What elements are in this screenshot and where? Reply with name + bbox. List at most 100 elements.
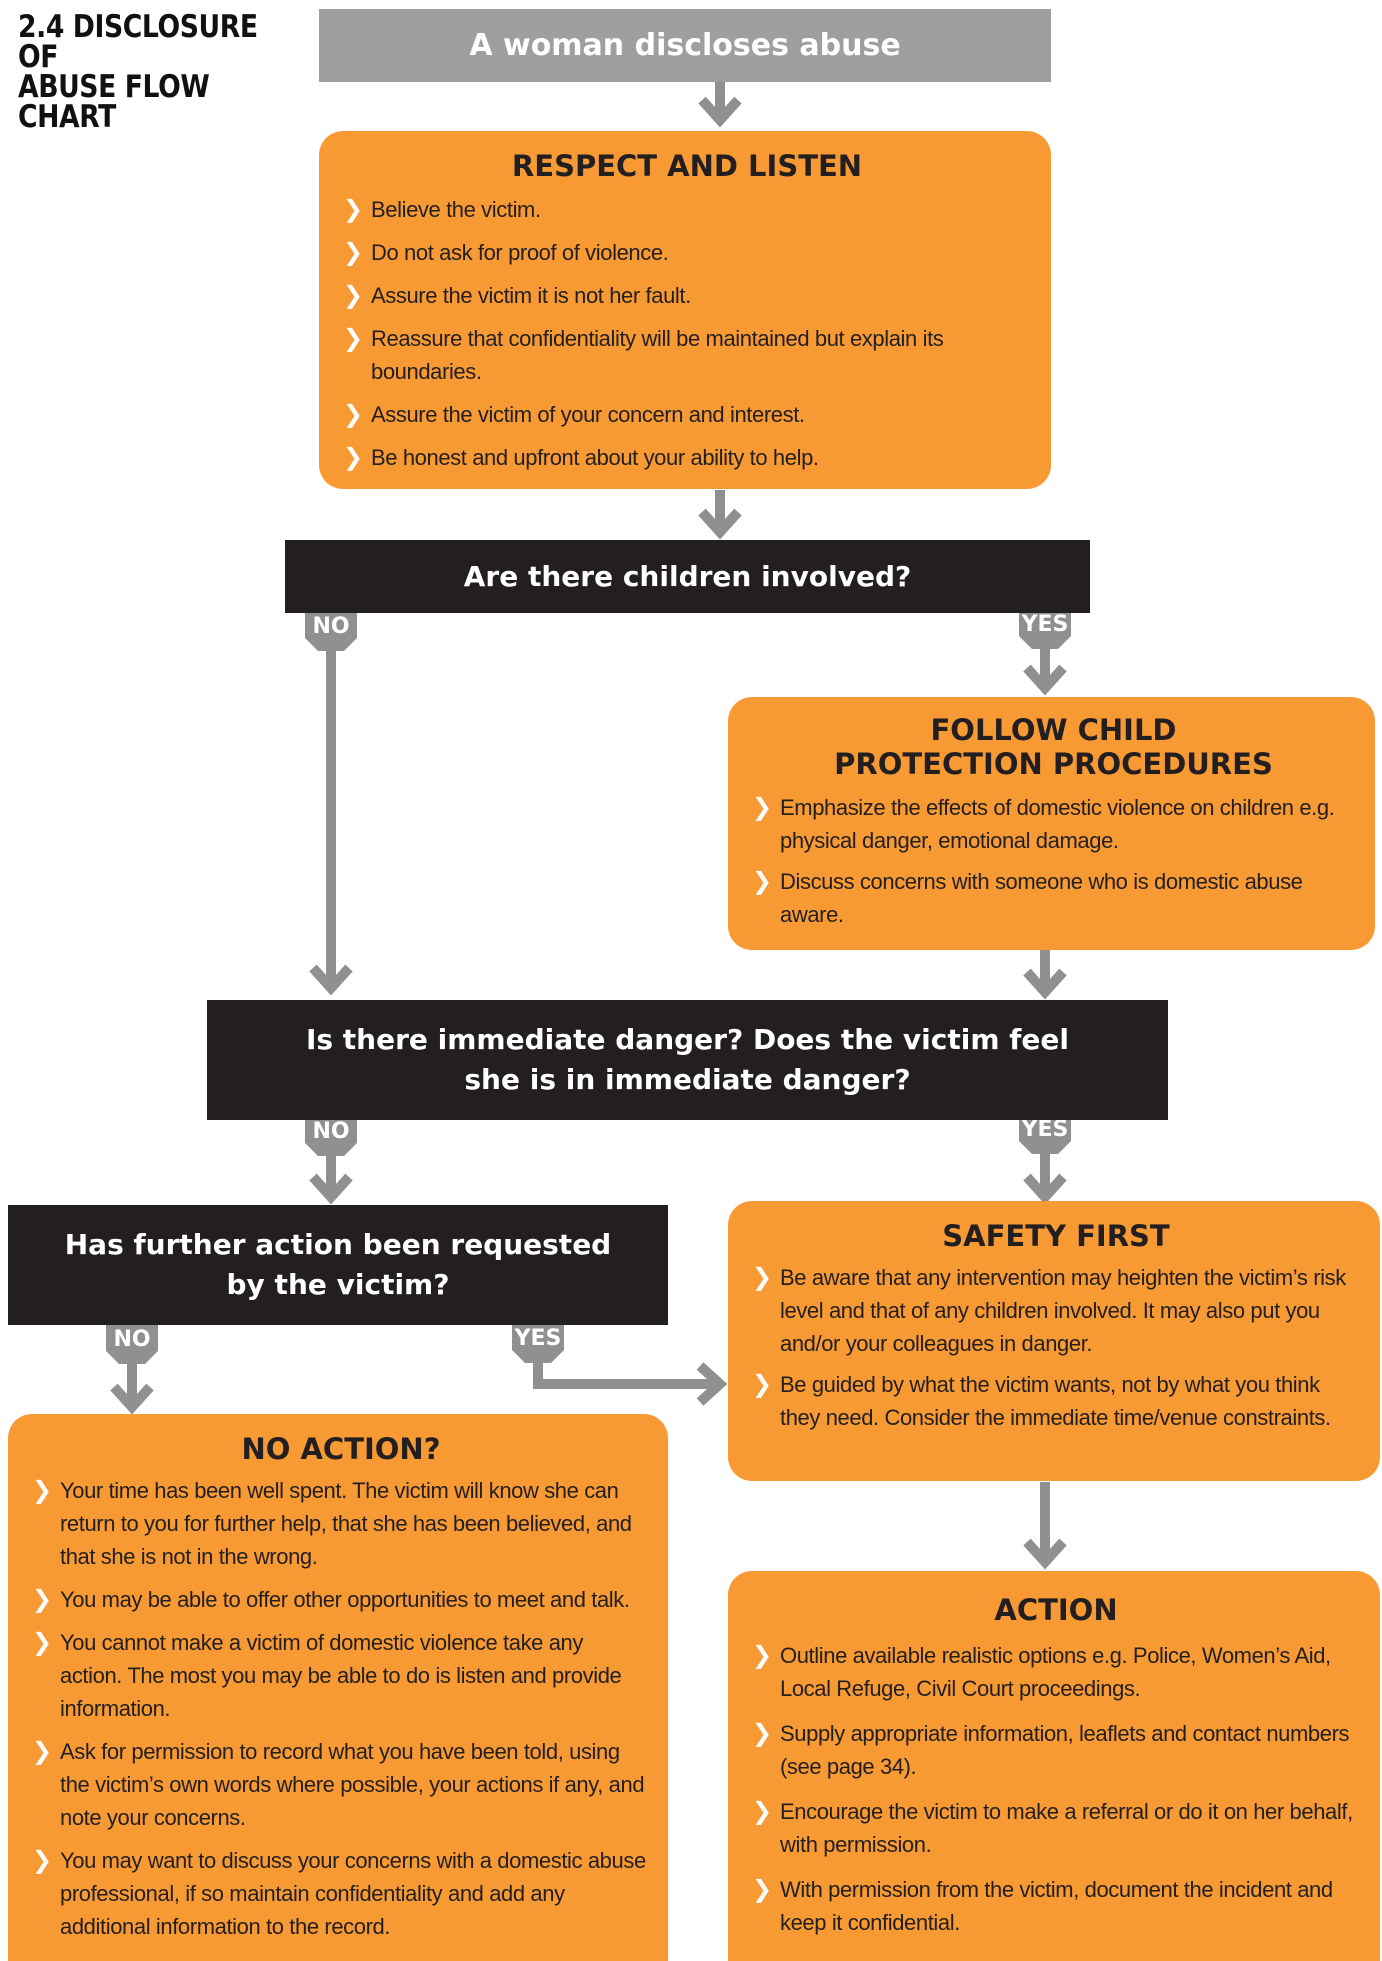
chevron-right-icon: ❯	[343, 238, 363, 266]
list-item: ❯ With permission from the victim, docume…	[752, 1873, 1360, 1939]
svg-text:YES: YES	[1021, 1117, 1069, 1142]
svg-text:NO: NO	[113, 1327, 150, 1352]
chevron-right-icon: ❯	[752, 1875, 772, 1903]
list-item: ❯ You may want to discuss your concerns w…	[32, 1844, 650, 1943]
list-item: ❯ Believe the victim.	[343, 193, 1031, 226]
list-item-text: With permission from the victim, documen…	[780, 1877, 1333, 1935]
chevron-right-icon: ❯	[752, 1797, 772, 1825]
chevron-right-icon: ❯	[752, 1719, 772, 1747]
list-item: ❯ Discuss concerns with someone who is do…	[752, 865, 1355, 931]
action-title: ACTION	[994, 1593, 1118, 1627]
chevron-right-icon: ❯	[343, 195, 363, 223]
list-item-text: Encourage the victim to make a referral …	[780, 1799, 1353, 1857]
list-item: ❯ Your time has been well spent. The vict…	[32, 1474, 650, 1573]
svg-text:NO: NO	[312, 614, 349, 639]
list-item-text: Emphasize the effects of domestic violen…	[780, 795, 1335, 853]
list-item: ❯ Outline available realistic options e.g…	[752, 1639, 1360, 1705]
safety-first-list: ❯ Be aware that any intervention may heig…	[752, 1261, 1360, 1434]
children-question: Are there children involved?	[285, 540, 1090, 613]
chevron-right-icon: ❯	[752, 867, 772, 895]
list-item: ❯ Assure the victim it is not her fault.	[343, 279, 1031, 312]
danger-question-label: Is there immediate danger? Does the vict…	[305, 1023, 1070, 1096]
respect-listen-title: RESPECT AND LISTEN	[511, 149, 863, 183]
list-item-text: Reassure that confidentiality will be ma…	[371, 326, 944, 384]
chevron-right-icon: ❯	[752, 1263, 772, 1291]
page-title-line2: ABUSE FLOW CHART	[18, 69, 210, 135]
chevron-right-icon: ❯	[752, 1370, 772, 1398]
list-item: ❯ Be aware that any intervention may heig…	[752, 1261, 1360, 1360]
danger-question: Is there immediate danger? Does the vict…	[207, 1000, 1168, 1120]
child-protection-list: ❯ Emphasize the effects of domestic viole…	[752, 791, 1355, 931]
arrow-danger-yes-head	[1023, 1173, 1067, 1205]
no-action-title: NO ACTION?	[241, 1432, 441, 1466]
chevron-right-icon: ❯	[32, 1585, 52, 1613]
respect-listen-box: RESPECT AND LISTEN ❯Believe the victim.❯…	[319, 131, 1051, 489]
list-item-text: Discuss concerns with someone who is dom…	[780, 869, 1303, 927]
list-item: ❯ Emphasize the effects of domestic viole…	[752, 791, 1355, 857]
arrow-respect-to-children-head	[698, 508, 742, 540]
further-action-question-label: Has further action been requested by the…	[64, 1228, 612, 1301]
svg-text:YES: YES	[1021, 612, 1069, 637]
tag-further-no: NO	[106, 1312, 158, 1364]
safety-first-box: SAFETY FIRST ❯ Be aware that any interven…	[728, 1201, 1380, 1481]
start-box: A woman discloses abuse	[319, 9, 1051, 82]
chevron-right-icon: ❯	[32, 1846, 52, 1874]
chevron-right-icon: ❯	[343, 400, 363, 428]
list-item: ❯ Be guided by what the victim wants, not…	[752, 1368, 1360, 1434]
child-protection-box: FOLLOW CHILD PROTECTION PROCEDURES ❯ Emph…	[728, 697, 1375, 950]
list-item: ❯ Ask for permission to record what you h…	[32, 1735, 650, 1834]
arrow-children-yes-head	[1023, 664, 1067, 696]
svg-text:YES: YES	[514, 1326, 562, 1351]
list-item-text: Be honest and upfront about your ability…	[371, 445, 819, 470]
no-action-box: NO ACTION? ❯ Your time has been well spen…	[8, 1414, 668, 1961]
start-label: A woman discloses abuse	[469, 28, 901, 63]
arrow-protection-to-danger-head	[1023, 968, 1067, 1000]
list-item-text: You may want to discuss your concerns wi…	[60, 1848, 646, 1939]
arrow-further-yes	[533, 1360, 715, 1389]
page-title: 2.4 DISCLOSURE OF ABUSE FLOW CHART	[18, 9, 276, 135]
chevron-right-icon: ❯	[752, 1641, 772, 1669]
chevron-right-icon: ❯	[343, 443, 363, 471]
chevron-right-icon: ❯	[752, 793, 772, 821]
safety-first-title: SAFETY FIRST	[942, 1219, 1170, 1253]
arrow-danger-no-head	[309, 1173, 353, 1205]
child-protection-title: FOLLOW CHILD PROTECTION PROCEDURES	[834, 713, 1273, 781]
arrow-further-no-head	[110, 1383, 154, 1415]
list-item-text: Be guided by what the victim wants, not …	[780, 1372, 1331, 1430]
list-item-text: Believe the victim.	[371, 197, 541, 222]
list-item: ❯ Do not ask for proof of violence.	[343, 236, 1031, 269]
list-item-text: Supply appropriate information, leaflets…	[780, 1721, 1350, 1779]
chevron-right-icon: ❯	[32, 1628, 52, 1656]
further-action-question: Has further action been requested by the…	[8, 1205, 668, 1325]
list-item-text: Be aware that any intervention may heigh…	[780, 1265, 1346, 1356]
respect-listen-list: ❯ Believe the victim. ❯ Do not ask for proo…	[343, 193, 1031, 474]
list-item-text: Ask for permission to record what you ha…	[60, 1739, 645, 1830]
list-item-text: Your time has been well spent. The victi…	[60, 1478, 632, 1569]
children-question-label: Are there children involved?	[463, 559, 912, 593]
arrow-start-to-respect-head	[698, 96, 742, 128]
action-list: ❯ Outline available realistic options e.g…	[752, 1639, 1360, 1939]
list-item: ❯ You may be able to offer other opportun…	[32, 1583, 650, 1616]
chevron-right-icon: ❯	[343, 281, 363, 309]
list-item: ❯ Encourage the victim to make a referral…	[752, 1795, 1360, 1861]
no-action-list: ❯ Your time has been well spent. The vict…	[32, 1474, 650, 1943]
chevron-right-icon: ❯	[343, 324, 363, 352]
list-item-text: You cannot make a victim of domestic vio…	[60, 1630, 622, 1721]
svg-text:NO: NO	[312, 1119, 349, 1144]
arrow-further-yes-head	[696, 1362, 728, 1406]
list-item-text: Assure the victim it is not her fault.	[371, 283, 691, 308]
arrow-children-no-head	[309, 964, 353, 996]
list-item: ❯ Be honest and upfront about your abilit…	[343, 441, 1031, 474]
list-item-text: Do not ask for proof of violence.	[371, 240, 669, 265]
list-item: ❯ You cannot make a victim of domestic vi…	[32, 1626, 650, 1725]
page-title-line1: 2.4 DISCLOSURE OF	[18, 9, 258, 75]
list-item: ❯ Supply appropriate information, leaflet…	[752, 1717, 1360, 1783]
chevron-right-icon: ❯	[32, 1737, 52, 1765]
list-item: ❯Assure the victim of your concern and i…	[343, 398, 1031, 431]
chevron-right-icon: ❯	[32, 1476, 52, 1504]
list-item-text: You may be able to offer other opportuni…	[60, 1587, 630, 1612]
action-box: ACTION ❯ Outline available realistic opti…	[728, 1571, 1380, 1961]
list-item: ❯ Reassure that confidentiality will be m…	[343, 322, 1031, 388]
arrow-safety-to-action-head	[1023, 1538, 1067, 1570]
list-item-text: Outline available realistic options e.g.…	[780, 1643, 1331, 1701]
